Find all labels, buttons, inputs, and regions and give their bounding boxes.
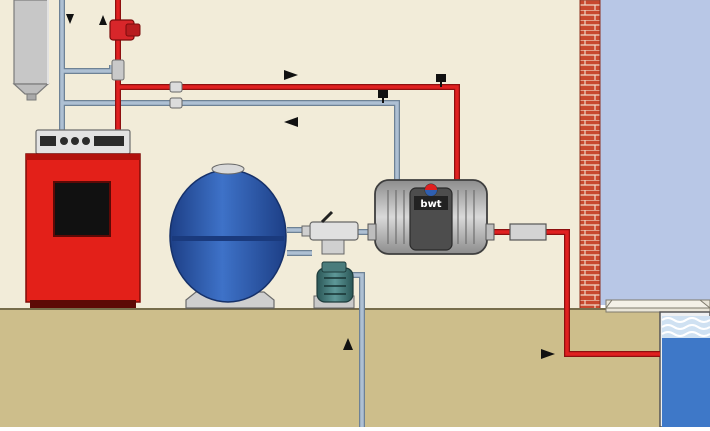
pool-pump-icon [313,261,355,309]
pipe-fittings [169,74,446,109]
flow-arrow-up-icon [343,338,353,350]
flow-direction-arrows [66,14,555,359]
multiport-valve-icon [301,210,359,255]
heat-exchanger-icon: bwt [367,179,495,255]
heat-exchanger-brand: bwt [420,199,441,210]
red-white-blue-ball-logo [424,183,438,197]
flow-switch-icon [378,90,388,103]
flow-arrow-right-icon [284,70,298,80]
flow-arrow-right-icon [541,349,555,359]
outdoor-sky [600,0,710,305]
brick-wall-icon [579,0,601,311]
floor-ground [0,308,710,427]
sand-filter-icon [169,163,287,309]
gas-flue-icon [12,0,50,101]
flow-arrow-up-icon [99,15,107,25]
flow-arrow-left-icon [284,117,298,127]
boiler-icon [25,129,141,308]
circulation-pump-icon [109,19,141,81]
thermostat-sensor-icon [436,74,446,87]
swimming-pool-icon [605,299,710,428]
flow-arrow-down-icon [66,14,74,24]
temperature-sensor-box [509,223,547,241]
